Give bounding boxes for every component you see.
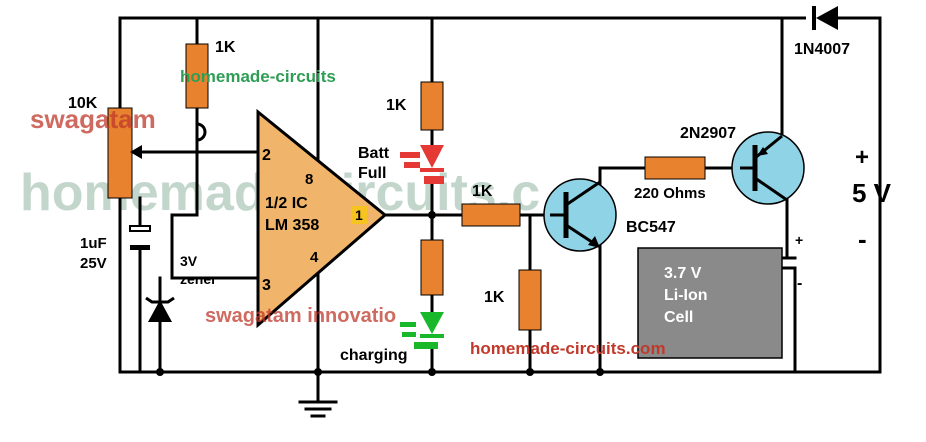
label-r-base-1k: 1K	[472, 183, 493, 200]
label-1n4007: 1N4007	[794, 41, 850, 58]
label-bc547: BC547	[626, 219, 676, 236]
label-2n2907: 2N2907	[680, 125, 736, 142]
supply-plus-label: +	[855, 144, 869, 171]
watermark-swagatam-bottom: swagatam innovatio	[205, 305, 396, 327]
label-r-led-1k: 1K	[386, 97, 407, 114]
resistor-top-1k	[185, 43, 209, 109]
watermark-bottom-red: homemade-circuits.com	[470, 339, 666, 358]
label-pot-10k: 10K	[68, 95, 98, 112]
opamp-lm358: 2 3 8 4 1/2 IC LM 358 1	[256, 108, 388, 329]
transistor-2n2907	[731, 131, 805, 205]
svg-text:4: 4	[310, 249, 319, 266]
wires	[118, 16, 882, 418]
capacitor-1uf	[129, 225, 151, 250]
supply-voltage-label: 5 V	[852, 178, 892, 208]
label-batt: Batt	[358, 145, 390, 162]
label-r-top-1k: 1K	[215, 39, 236, 56]
resistor-green-led	[420, 239, 444, 296]
li-ion-cell: 3.7 V Li-Ion Cell	[637, 247, 783, 359]
label-full: Full	[358, 165, 386, 182]
label-r-bottom-1k: 1K	[484, 289, 505, 306]
svg-text:Cell: Cell	[664, 309, 693, 326]
svg-text:3.7 V: 3.7 V	[664, 265, 702, 282]
supply-minus-label: -	[858, 224, 867, 254]
svg-text:1: 1	[355, 207, 363, 223]
svg-text:2: 2	[262, 147, 271, 164]
svg-text:LM 358: LM 358	[265, 217, 319, 234]
led-batt-full	[400, 145, 444, 184]
label-charging: charging	[340, 347, 408, 364]
svg-text:8: 8	[305, 171, 313, 188]
svg-text:1/2 IC: 1/2 IC	[265, 195, 308, 212]
svg-text:3: 3	[262, 277, 271, 294]
junctions	[156, 211, 604, 376]
label-r-220: 220 Ohms	[634, 185, 706, 202]
cell-minus-label: -	[797, 275, 802, 292]
svg-text:Li-Ion: Li-Ion	[664, 287, 708, 304]
watermark-small-green: homemade-circuits	[180, 67, 336, 86]
cell-plus-label: +	[795, 232, 803, 248]
potentiometer-10k	[107, 106, 142, 199]
led-charging	[400, 312, 444, 349]
resistor-bottom-1k	[518, 269, 542, 331]
transistor-bc547	[543, 178, 617, 252]
resistor-220-ohm	[644, 156, 706, 180]
watermark-swagatam-top: swagatam	[30, 104, 156, 134]
resistor-led-1k	[420, 81, 444, 131]
label-zener-3v: 3V	[180, 253, 198, 269]
zener-3v	[145, 296, 175, 322]
diode-1n4007	[806, 6, 838, 30]
resistor-base-1k	[461, 203, 521, 227]
label-zener: zener	[180, 271, 217, 287]
label-cap-25v: 25V	[80, 255, 107, 272]
label-cap-1uf: 1uF	[80, 235, 107, 252]
